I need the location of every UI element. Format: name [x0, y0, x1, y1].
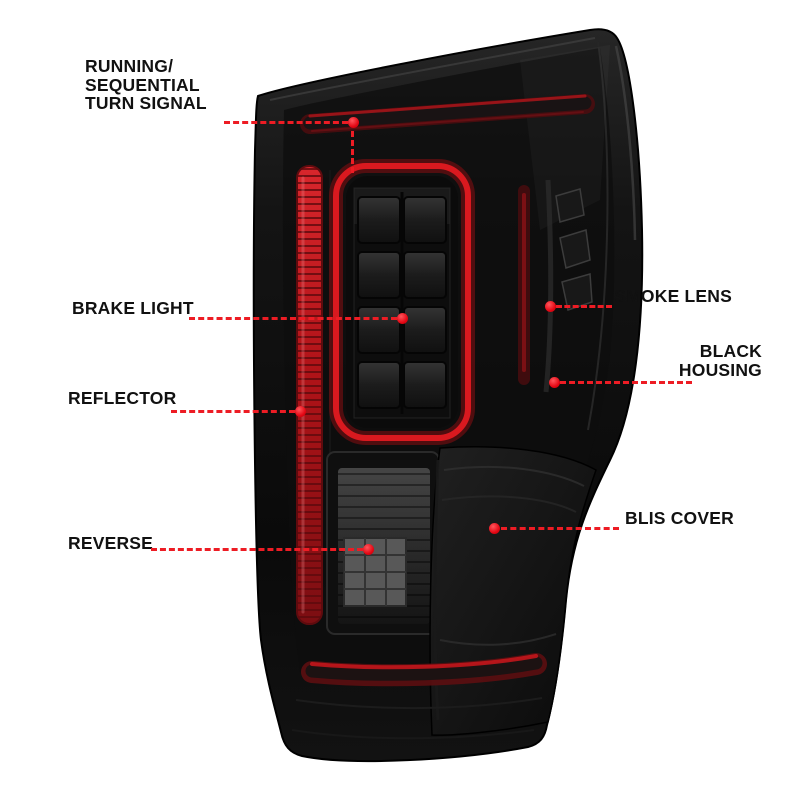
blis-cover-label: BLIS COVER [625, 508, 734, 528]
black-housing-label: BLACK HOUSING [678, 341, 762, 380]
reflector-dot [295, 406, 306, 417]
reflector-leader-line [171, 410, 295, 413]
led-cells [357, 196, 447, 409]
reverse-leader-line [151, 548, 363, 551]
running-signal-leader-line-vertical [351, 131, 354, 173]
reflector-strip [296, 165, 323, 625]
black-housing-leader-line [560, 381, 692, 384]
smoke-lens-label: SMOKE LENS [614, 286, 732, 306]
brake-light-dot [397, 313, 408, 324]
bottom-light-bar [301, 653, 547, 687]
reverse-dot [363, 544, 374, 555]
led-brake-panel [353, 187, 451, 419]
bottom-seam [295, 697, 543, 710]
top-edge-highlight [269, 37, 596, 101]
inner-red-reflection [518, 185, 530, 385]
reflector-label: REFLECTOR [68, 388, 177, 408]
running-signal-label: RUNNING/ SEQUENTIAL TURN SIGNAL [85, 56, 207, 114]
running-signal-dot [348, 117, 359, 128]
lens-seam [587, 41, 609, 431]
brake-light-label: BRAKE LIGHT [72, 298, 194, 318]
smoke-lens-details [543, 179, 593, 393]
blis-cover [429, 446, 597, 736]
blis-cover-leader-line [501, 527, 619, 530]
bottom-seam-2 [291, 729, 535, 740]
reverse-label: REVERSE [68, 533, 154, 553]
smoke-lens-leader-line [556, 305, 612, 308]
black-housing-dot [549, 377, 560, 388]
brake-light-leader-line [189, 317, 397, 320]
reverse-lens [326, 451, 440, 635]
right-edge-highlight [614, 45, 637, 241]
running-signal-leader-line [224, 121, 348, 124]
blis-cover-dot [489, 523, 500, 534]
smoke-lens-dot [545, 301, 556, 312]
